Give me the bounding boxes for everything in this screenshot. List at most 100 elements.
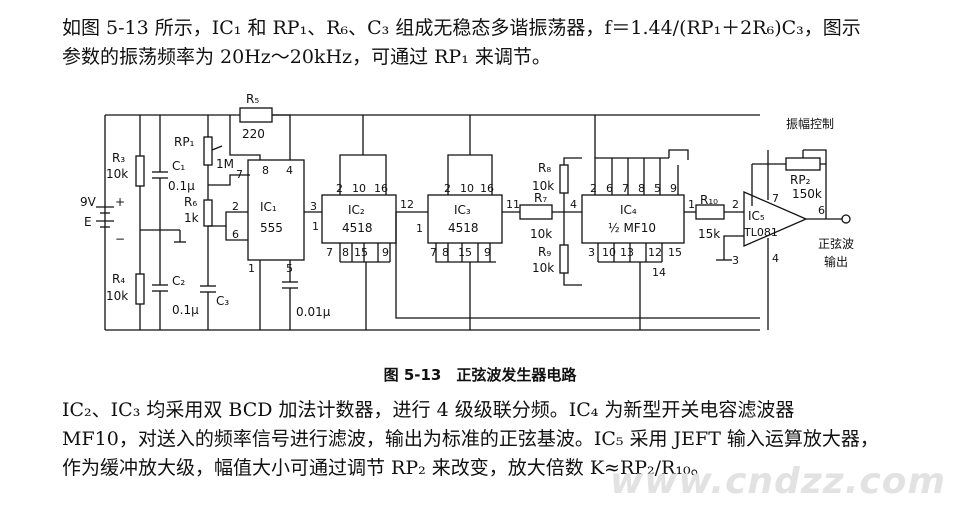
ic4-pin-label: 15 bbox=[668, 246, 682, 259]
battery-minus-label: − bbox=[115, 232, 125, 246]
ic2-pin-label: 10 bbox=[352, 182, 366, 195]
ic4-pin-label: 4 bbox=[570, 198, 577, 211]
ic5-pin-label: 3 bbox=[732, 254, 739, 267]
battery-name-label: E bbox=[84, 215, 92, 229]
ic2-pin-label: 1 bbox=[312, 220, 319, 233]
r9-name-label: R₉ bbox=[538, 245, 551, 259]
rp1-name-label: RP₁ bbox=[174, 135, 195, 149]
rp1-value-label: 1M bbox=[216, 157, 234, 171]
r7-value-label: 10k bbox=[530, 227, 552, 241]
ic3-part-label: 4518 bbox=[448, 221, 479, 235]
ic4-pin-label: 2 bbox=[590, 182, 597, 195]
r5-value-label: 220 bbox=[242, 127, 265, 141]
description-line-3: 作为缓冲放大级，幅值大小可通过调节 RP₂ 来改变，放大倍数 K≈RP₂/R₁₀… bbox=[62, 457, 710, 479]
ic3-pin-label: 15 bbox=[458, 246, 472, 259]
ic3-pin-label: 1 bbox=[416, 222, 423, 235]
watermark: www.cndzz.com bbox=[609, 461, 946, 502]
c2-value-label: 0.1μ bbox=[172, 303, 199, 317]
ic2-pin-label: 2 bbox=[336, 182, 343, 195]
rp2-control-label: 振幅控制 bbox=[786, 116, 834, 131]
potentiometer-rp1 bbox=[203, 136, 213, 166]
ic4-mf10-body bbox=[581, 194, 685, 244]
ic4-pin-label: 6 bbox=[606, 182, 613, 195]
r3-value-label: 10k bbox=[106, 167, 128, 181]
ic3-name-label: IC₃ bbox=[454, 203, 471, 217]
resistor-r7 bbox=[519, 204, 553, 220]
resistor-r9 bbox=[559, 244, 569, 274]
ic4-pin-label: 8 bbox=[638, 182, 645, 195]
battery-plus-label: + bbox=[115, 195, 125, 209]
ic4-pin-label: 3 bbox=[588, 246, 595, 259]
ic3-pin-label: 8 bbox=[442, 246, 449, 259]
ic1-part-label: 555 bbox=[260, 221, 283, 235]
output-terminal bbox=[841, 214, 851, 224]
r10-name-label: R₁₀ bbox=[700, 193, 718, 207]
ic4-pin-label: 9 bbox=[670, 182, 677, 195]
ic3-pin-label: 9 bbox=[484, 246, 491, 259]
r10-value-label: 15k bbox=[698, 227, 720, 241]
description-line-1: IC₂、IC₃ 均采用双 BCD 加法计数器，进行 4 级级联分频。IC₄ 为新… bbox=[62, 399, 795, 421]
ic4-pin-label: 12 bbox=[648, 246, 662, 259]
intro-line-2: 参数的振荡频率为 20Hz～20kHz，可通过 RP₁ 来调节。 bbox=[62, 46, 551, 68]
description-paragraph: IC₂、IC₃ 均采用双 BCD 加法计数器，进行 4 级级联分频。IC₄ 为新… bbox=[62, 396, 879, 483]
resistor-r6 bbox=[203, 199, 213, 227]
ic1-pin-label: 6 bbox=[232, 228, 239, 241]
resistor-r4 bbox=[135, 273, 145, 305]
ic1-pin-label: 3 bbox=[310, 200, 317, 213]
ic1-555-body bbox=[247, 159, 305, 261]
ic4-name-label: IC₄ bbox=[620, 203, 637, 217]
ic1-pin-label: 7 bbox=[236, 168, 243, 181]
r4-name-label: R₄ bbox=[112, 272, 125, 286]
ic4-part-label: ½ MF10 bbox=[608, 221, 656, 235]
ic3-pin-label: 10 bbox=[460, 182, 474, 195]
output-label-line-1: 正弦波 bbox=[818, 236, 854, 251]
ic4-pin-label: 1 bbox=[688, 198, 695, 211]
c3-name-label: C₃ bbox=[216, 294, 229, 308]
r5-name-label: R₅ bbox=[246, 92, 259, 106]
ic4-pin-label: 10 bbox=[602, 246, 616, 259]
intro-paragraph: 如图 5-13 所示，IC₁ 和 RP₁、R₆、C₃ 组成无稳态多谐振荡器，f＝… bbox=[62, 14, 861, 72]
ic2-pin-label: 9 bbox=[382, 246, 389, 259]
ic5-pin-label: 4 bbox=[772, 252, 779, 265]
resistor-r10 bbox=[695, 204, 725, 220]
c1-name-label: C₁ bbox=[172, 159, 185, 173]
potentiometer-rp2 bbox=[785, 157, 821, 171]
ic3-pin-label: 16 bbox=[480, 182, 494, 195]
rp2-value-label: 150k bbox=[792, 187, 822, 201]
c1-value-label: 0.1μ bbox=[168, 179, 195, 193]
ic2-pin-label: 16 bbox=[374, 182, 388, 195]
resistor-r5 bbox=[239, 107, 273, 123]
intro-line-1: 如图 5-13 所示，IC₁ 和 RP₁、R₆、C₃ 组成无稳态多谐振荡器，f＝… bbox=[62, 17, 861, 39]
ic1-pin-label: 5 bbox=[286, 262, 293, 275]
battery-voltage-label: 9V bbox=[80, 195, 97, 209]
ic2-pin-label: 7 bbox=[326, 246, 333, 259]
ic4-pin-label: 13 bbox=[620, 246, 634, 259]
rp2-name-label: RP₂ bbox=[790, 173, 811, 187]
r8-name-label: R₈ bbox=[538, 161, 551, 175]
r9-value-label: 10k bbox=[532, 261, 554, 275]
ic4-pin-label: 7 bbox=[622, 182, 629, 195]
ic5-pin-label: 7 bbox=[772, 192, 779, 205]
resistor-r8 bbox=[559, 164, 569, 194]
ic1-pin-label: 2 bbox=[232, 200, 239, 213]
ic5-pin-label: 2 bbox=[732, 198, 739, 211]
ic2-pin-label: 12 bbox=[400, 198, 414, 211]
ic5-pin-label: 6 bbox=[818, 204, 825, 217]
ic1-pin-label: 8 bbox=[262, 164, 269, 177]
ic1-pin-label: 4 bbox=[286, 164, 293, 177]
timer-cap-value-label: 0.01μ bbox=[296, 305, 331, 319]
ic3-pin-label: 11 bbox=[506, 198, 520, 211]
output-label-line-2: 输出 bbox=[824, 254, 848, 269]
r4-value-label: 10k bbox=[106, 289, 128, 303]
ic1-name-label: IC₁ bbox=[260, 200, 277, 214]
resistor-r3 bbox=[135, 155, 145, 187]
c2-name-label: C₂ bbox=[172, 274, 185, 288]
description-line-2: MF10，对送入的频率信号进行滤波，输出为标准的正弦基波。IC₅ 采用 JEFT… bbox=[62, 428, 879, 450]
figure-caption: 图 5-13 正弦波发生器电路 bbox=[383, 366, 577, 384]
ic4-pin-label: 5 bbox=[654, 182, 661, 195]
ic2-pin-label: 8 bbox=[342, 246, 349, 259]
ic2-pin-label: 15 bbox=[354, 246, 368, 259]
r6-name-label: R₆ bbox=[184, 195, 197, 209]
ic2-part-label: 4518 bbox=[342, 221, 373, 235]
